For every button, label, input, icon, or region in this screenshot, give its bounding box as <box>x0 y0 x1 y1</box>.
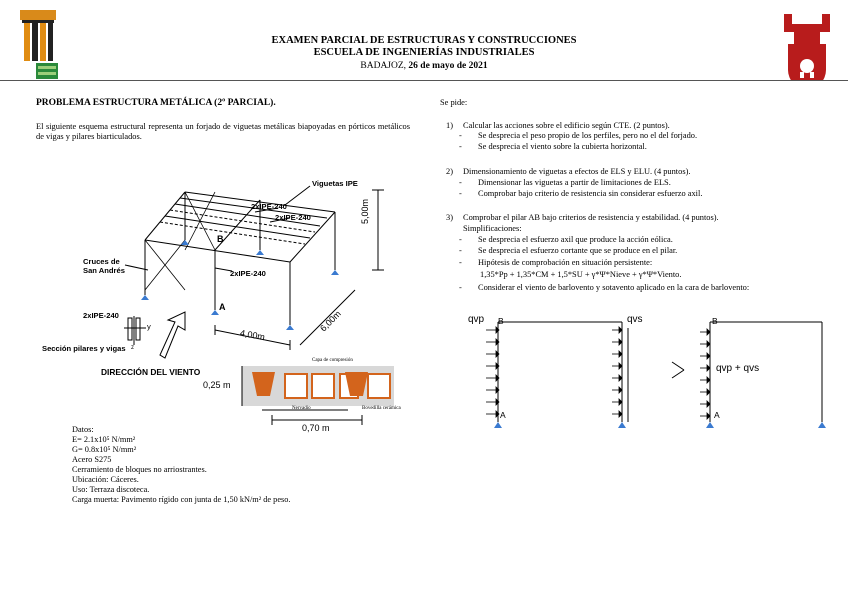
structure-figure <box>124 185 394 425</box>
label-viguetas: Viguetas IPE <box>312 179 358 188</box>
q3-last: Considerar el viento de barlovento y sot… <box>478 283 750 292</box>
problem-intro: El siguiente esquema estructural represe… <box>36 122 410 141</box>
q1-text: Calcular las acciones sobre el edificio … <box>463 121 670 130</box>
label-slab-thick: 0,25 m <box>203 380 231 390</box>
label-direccion: DIRECCIÓN DEL VIENTO <box>101 367 201 377</box>
left-logo <box>14 8 64 80</box>
q3-sub-3: Hipótesis de comprobación en situación p… <box>478 258 653 267</box>
data-location: Ubicación: Cáceres. <box>72 475 139 484</box>
problem-title: PROBLEMA ESTRUCTURA METÁLICA (2º PARCIAL… <box>36 98 276 108</box>
q1-sub-2: Se desprecia el viento sobre la cubierta… <box>478 142 647 151</box>
header-divider <box>0 80 848 81</box>
q2-sub-dash-1: - <box>459 178 462 187</box>
q3-text: Comprobar el pilar AB bajo criterios de … <box>463 213 719 222</box>
q2-text: Dimensionamiento de viguetas a efectos d… <box>463 167 691 176</box>
wind-qvp-label: qvp <box>468 314 485 325</box>
wind-b-label-left: B <box>498 316 504 326</box>
data-E: E= 2.1x10⁵ N/mm² <box>72 435 136 444</box>
label-axis-y: y <box>147 322 151 331</box>
wind-a-label-left: A <box>500 410 506 420</box>
label-slab-width: 0,70 m <box>302 423 330 433</box>
label-height: 5,00m <box>360 198 370 224</box>
data-dead-load: Carga muerta: Pavimento rígido con junta… <box>72 495 291 504</box>
label-san-andres: San Andrés <box>83 266 125 275</box>
header-city: BADAJOZ, <box>360 61 409 71</box>
label-node-b: B <box>217 234 224 244</box>
data-heading: Datos: <box>72 425 94 434</box>
label-nervio: Nervadio <box>292 406 311 411</box>
header-date: BADAJOZ, 26 de mayo de 2021 <box>0 60 848 72</box>
q3-sub-1: Se desprecia el esfuerzo axil que produc… <box>478 235 673 244</box>
label-ipe-section: 2xIPE-240 <box>83 311 119 320</box>
label-ipe-mid: 2xIPE-240 <box>230 269 266 278</box>
q3-sub-dash-1: - <box>459 235 462 244</box>
q2-sub-1: Dimensionar las viguetas a partir de lim… <box>478 178 671 187</box>
label-cruces: Cruces de <box>83 257 120 266</box>
q1-sub-dash-2: - <box>459 142 462 151</box>
q3-sub-dash-4: - <box>459 283 462 292</box>
q3-sub-2: Se desprecia el esfuerzo cortante que se… <box>478 246 678 255</box>
label-node-a: A <box>219 302 226 312</box>
label-seccion: Sección pilares y vigas <box>42 344 126 353</box>
q3-sub-dash-2: - <box>459 246 462 255</box>
wind-b-label-right: B <box>712 316 718 326</box>
q2-sub-2: Comprobar bajo criterio de resistencia s… <box>478 189 703 198</box>
q3-num: 3) <box>446 213 453 222</box>
q1-sub-1: Se desprecia el peso propio de los perfi… <box>478 131 698 140</box>
label-capa: Capa de compresión <box>312 358 353 363</box>
wind-a-label-right: A <box>714 410 720 420</box>
q1-num: 1) <box>446 121 453 130</box>
header-date-bold: 26 de mayo de 2021 <box>408 61 488 71</box>
label-axis-z: z <box>131 345 134 351</box>
header-title: EXAMEN PARCIAL DE ESTRUCTURAS Y CONSTRUC… <box>271 35 577 46</box>
q1-sub-dash-1: - <box>459 131 462 140</box>
wind-diagram <box>486 321 826 428</box>
questions-intro: Se pide: <box>440 98 468 107</box>
q2-sub-dash-2: - <box>459 189 462 198</box>
label-ipe-top1: 2xIPE-240 <box>251 202 287 211</box>
wind-sum-label: qvp + qvs <box>716 363 760 374</box>
label-ipe-top2: 2xIPE-240 <box>275 213 311 222</box>
q3-formula: 1,35*Pp + 1,35*CM + 1,5*SU + γ*Ψ*Nieve +… <box>480 270 682 279</box>
data-wall: Cerramiento de bloques no arriostrantes. <box>72 465 207 474</box>
header-school: ESCUELA DE INGENIERÍAS INDUSTRIALES <box>313 47 535 58</box>
q3-sub-dash-3: - <box>459 258 462 267</box>
q3-simplificaciones: Simplificaciones: <box>463 224 522 233</box>
data-use: Uso: Terraza discoteca. <box>72 485 150 494</box>
wind-qvs-label: qvs <box>627 314 643 325</box>
data-block: Datos: E= 2.1x10⁵ N/mm² G= 0.8x10⁵ N/mm²… <box>72 425 290 505</box>
q2-num: 2) <box>446 167 453 176</box>
label-bovedilla: Bovedilla cerámica <box>362 406 401 411</box>
right-logo <box>782 8 832 89</box>
data-G: G= 0.8x10⁵ N/mm² <box>72 445 137 454</box>
data-steel: Acero S275 <box>72 455 112 464</box>
